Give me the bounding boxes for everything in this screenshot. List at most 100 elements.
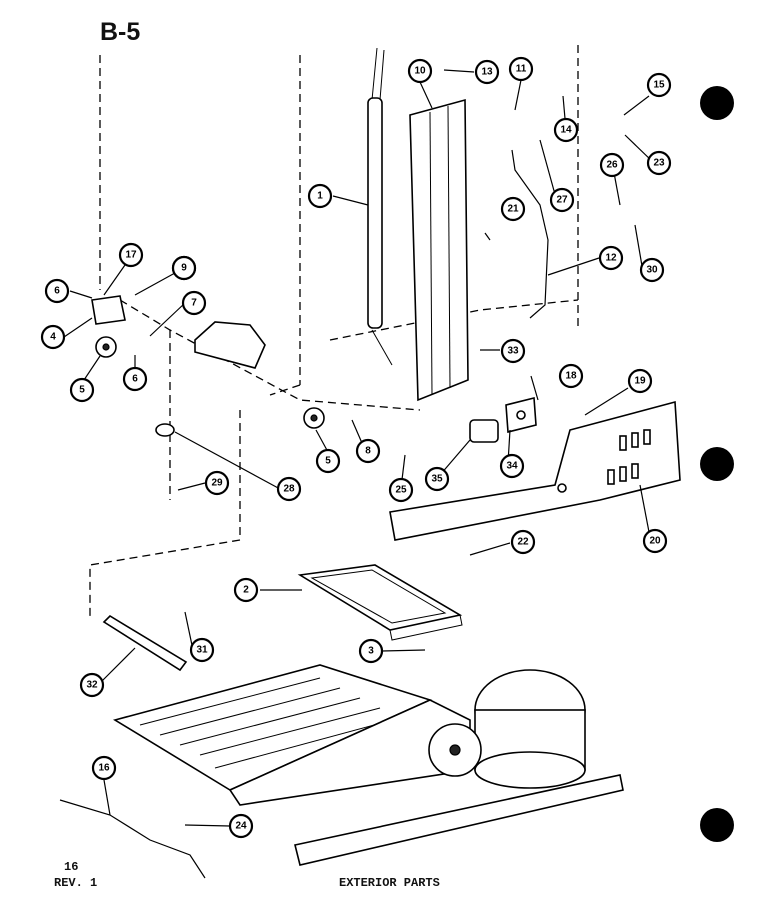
callout-18: 18 <box>558 363 584 389</box>
part-5-wheel-center <box>303 407 325 429</box>
svg-text:31: 31 <box>196 645 208 656</box>
svg-text:8: 8 <box>365 446 371 457</box>
svg-text:5: 5 <box>325 456 331 467</box>
svg-text:21: 21 <box>507 204 519 215</box>
svg-text:30: 30 <box>646 265 658 276</box>
part-16-power-cord <box>59 799 206 879</box>
revision-label: REV. 1 <box>54 876 98 890</box>
svg-text:25: 25 <box>395 485 407 496</box>
callout-26: 26 <box>599 152 625 178</box>
svg-text:7: 7 <box>191 298 197 309</box>
part-28-clip <box>155 423 175 437</box>
svg-text:29: 29 <box>211 478 223 489</box>
binder-hole-top <box>700 86 734 120</box>
part-20-panel <box>389 400 681 541</box>
condenser-base-assembly <box>112 664 624 866</box>
leader-lines <box>63 69 655 827</box>
svg-text:4: 4 <box>50 332 56 343</box>
part-32-bracket <box>102 614 188 672</box>
callout-28: 28 <box>276 476 302 502</box>
callout-14: 14 <box>553 117 579 143</box>
callout-7: 7 <box>181 290 207 316</box>
compressor <box>474 669 586 789</box>
svg-text:19: 19 <box>634 376 646 387</box>
callout-19: 19 <box>627 368 653 394</box>
callout-34: 34 <box>499 453 525 479</box>
callout-15: 15 <box>646 72 672 98</box>
svg-text:12: 12 <box>605 253 617 264</box>
callout-4: 4 <box>40 324 66 350</box>
part-12-tube <box>511 149 549 319</box>
svg-text:27: 27 <box>556 195 568 206</box>
callout-11: 11 <box>508 56 534 82</box>
svg-text:24: 24 <box>235 821 247 832</box>
part-4-bracket <box>91 295 126 325</box>
callout-1: 1 <box>307 183 333 209</box>
svg-text:16: 16 <box>98 763 110 774</box>
svg-text:26: 26 <box>606 160 618 171</box>
condenser-fan <box>428 723 482 777</box>
callout-2: 2 <box>233 577 259 603</box>
part-35-valve <box>469 419 499 443</box>
svg-text:17: 17 <box>125 250 137 261</box>
callout-10: 10 <box>407 58 433 84</box>
callout-5-left: 5 <box>69 377 95 403</box>
binder-hole-bottom <box>700 808 734 842</box>
svg-text:2: 2 <box>243 585 249 596</box>
svg-text:1: 1 <box>317 191 323 202</box>
callout-22: 22 <box>510 529 536 555</box>
svg-text:13: 13 <box>481 67 493 78</box>
svg-text:28: 28 <box>283 484 295 495</box>
svg-text:6: 6 <box>54 286 60 297</box>
callout-8-center: 8 <box>355 438 381 464</box>
binder-hole-middle <box>700 447 734 481</box>
svg-text:32: 32 <box>86 680 98 691</box>
callout-6-top: 6 <box>44 278 70 304</box>
svg-text:10: 10 <box>414 66 426 77</box>
part-10-channel <box>409 98 469 402</box>
callout-17: 17 <box>118 242 144 268</box>
part-34-bracket <box>505 396 537 434</box>
callout-21: 21 <box>500 196 526 222</box>
callout-24: 24 <box>228 813 254 839</box>
callout-20: 20 <box>642 528 668 554</box>
callout-35: 35 <box>424 466 450 492</box>
svg-text:18: 18 <box>565 371 577 382</box>
callout-23: 23 <box>646 150 672 176</box>
svg-text:20: 20 <box>649 536 661 547</box>
callout-32: 32 <box>79 672 105 698</box>
svg-text:35: 35 <box>431 474 443 485</box>
callout-27: 27 <box>549 187 575 213</box>
callout-33: 33 <box>500 338 526 364</box>
svg-text:33: 33 <box>507 346 519 357</box>
callout-13: 13 <box>474 59 500 85</box>
callout-9: 9 <box>171 255 197 281</box>
part-1-tube <box>367 47 393 366</box>
callout-25: 25 <box>388 477 414 503</box>
svg-text:22: 22 <box>517 537 529 548</box>
cabinet-outline <box>89 45 579 620</box>
diagram-caption: EXTERIOR PARTS <box>339 876 440 890</box>
svg-text:15: 15 <box>653 80 665 91</box>
callout-30: 30 <box>639 257 665 283</box>
callout-31: 31 <box>189 637 215 663</box>
callout-6-left: 6 <box>122 366 148 392</box>
section-id: B-5 <box>100 18 141 46</box>
part-2-drain-pan <box>297 564 463 641</box>
callout-12: 12 <box>598 245 624 271</box>
svg-text:14: 14 <box>560 125 572 136</box>
svg-text:23: 23 <box>653 158 665 169</box>
svg-text:9: 9 <box>181 263 187 274</box>
svg-text:34: 34 <box>506 461 518 472</box>
callout-16: 16 <box>91 755 117 781</box>
svg-text:5: 5 <box>79 385 85 396</box>
svg-text:11: 11 <box>516 64 527 75</box>
callout-3: 3 <box>358 638 384 664</box>
part-5-wheel-left <box>95 336 117 358</box>
svg-text:6: 6 <box>132 374 138 385</box>
callout-5-center: 5 <box>315 448 341 474</box>
callout-29: 29 <box>204 470 230 496</box>
page-number: 16 <box>64 860 79 874</box>
